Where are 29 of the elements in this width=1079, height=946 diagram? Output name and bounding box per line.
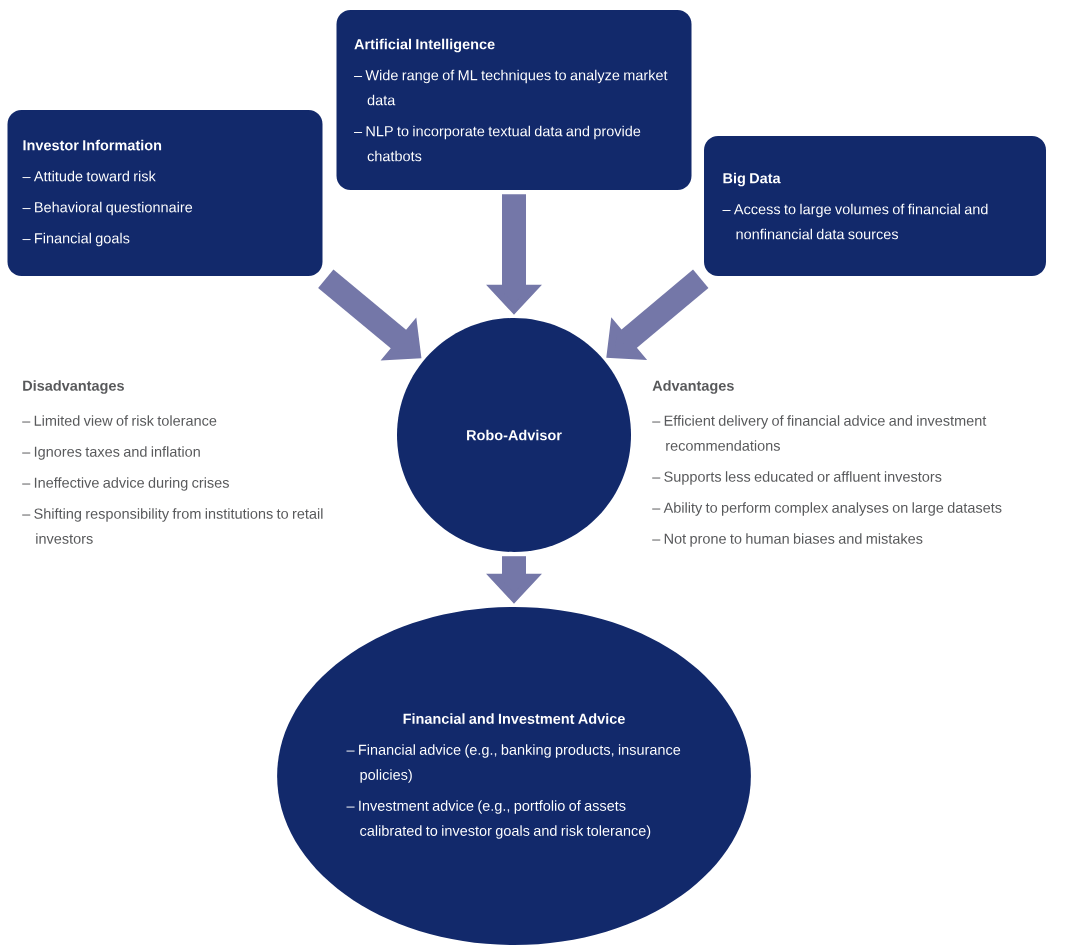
bullet-item: – Attitude toward risk [22,170,156,182]
bullet-item: – Supports less educated or affluent investors [652,471,942,485]
block-arrow [606,269,709,361]
bullet-item: – Investment advice (e.g., portfolio of assets calibrated to investor goals and risk tolerance) [346,800,651,839]
bullet-item: – Access to large volumes of financial and nonfinancial data sources [722,203,988,240]
bullet-item: – Behavioral questionnaire [22,201,193,216]
info-box [336,10,692,190]
node-heading: Investor Information [23,139,162,151]
bullet-item: – Shifting responsibility from institutions to retail investors [22,508,323,544]
node-heading: Financial and Investment Advice [403,713,625,724]
result-ellipse [277,607,751,945]
node-heading: Artificial Intelligence [354,38,495,53]
node-heading: Robo-Advisor [467,429,562,441]
node-heading: Big Data [723,172,781,187]
bullet-item: – Financial goals [22,232,130,247]
bullet-item: – Ignores taxes and inflation [22,446,200,460]
bullet-item: – Limited view of risk tolerance [22,415,217,426]
bullet-item: – Financial advice (e.g., banking products, insurance policies) [346,744,681,783]
bullet-item: – Ability to perform complex analyses on large datasets [652,502,1002,516]
bullet-item: – NLP to incorporate textual data and provide chatbots [354,125,641,162]
hub-circle [397,318,631,552]
info-box [704,136,1046,276]
section-heading: Disadvantages [23,380,124,394]
bullet-item: – Not prone to human biases and mistakes [652,533,923,547]
info-box [7,110,323,276]
bullet-item: – Efficient delivery of financial advice and investment recommendations [652,415,987,451]
section-heading: Advantages [652,380,734,394]
bullet-item: – Ineffective advice during crises [22,477,229,491]
bullet-item: – Wide range of ML techniques to analyze market data [354,69,668,106]
